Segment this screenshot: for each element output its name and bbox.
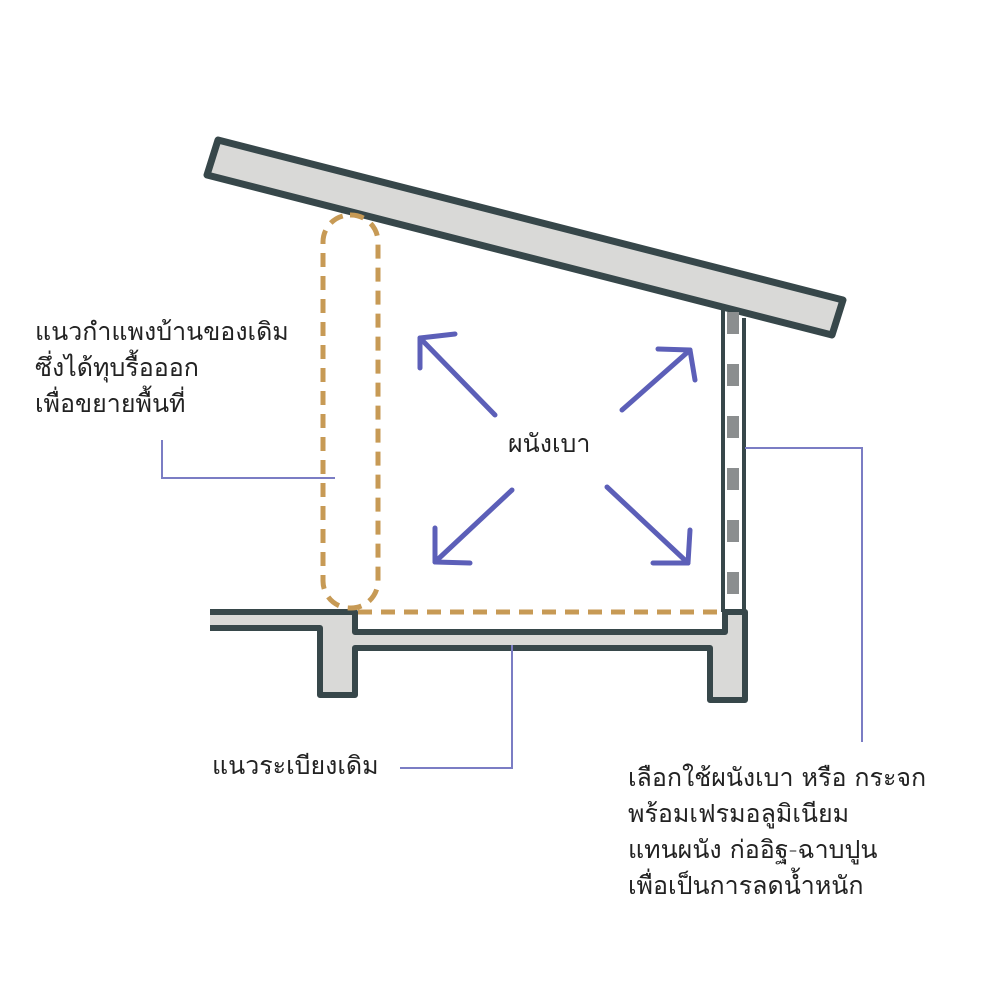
arrow-down-left-icon: [432, 487, 515, 566]
label-line: พร้อมเฟรมอลูมิเนียม: [628, 799, 850, 828]
label-line: แทนผนัง ก่ออิฐ-ฉาบปูน: [628, 835, 878, 864]
floor-slab: [210, 609, 748, 703]
old-wall-outline: [320, 212, 381, 611]
leader-lines: [161, 440, 863, 769]
material-note-label: เลือกใช้ผนังเบา หรือ กระจก พร้อมเฟรมอลูม…: [628, 760, 926, 904]
label-line: เพื่อเป็นการลดน้ำหนัก: [628, 871, 864, 900]
old-wall-label: แนวกำแพงบ้านของเดิม ซึ่งได้ทุบรื้อออก เพ…: [35, 314, 289, 422]
old-balcony-label: แนวระเบียงเดิม: [212, 751, 379, 780]
expansion-arrows: [417, 331, 698, 566]
roof-slab: [203, 136, 847, 339]
arrow-up-right-icon: [619, 346, 698, 413]
arrow-up-left-icon: [417, 331, 498, 418]
light-wall-label: ผนังเบา: [508, 429, 591, 458]
arrow-down-right-icon: [604, 484, 693, 566]
label-line: เพื่อขยายพื้นที่: [35, 389, 186, 418]
label-line: ซึ่งได้ทุบรื้อออก: [35, 353, 199, 382]
light-wall-frame: [721, 308, 746, 612]
label-line: เลือกใช้ผนังเบา หรือ กระจก: [628, 763, 927, 792]
label-line: แนวกำแพงบ้านของเดิม: [35, 317, 289, 346]
